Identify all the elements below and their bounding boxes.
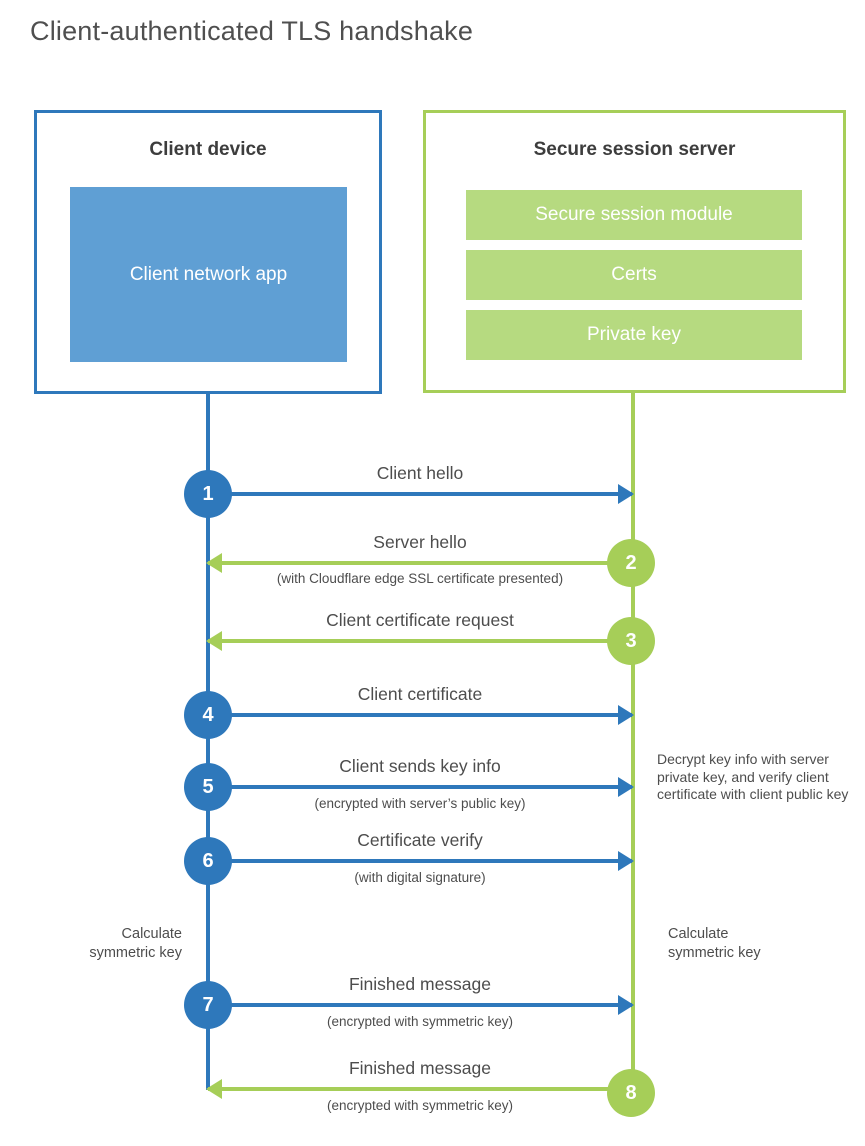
step-8-label: Finished message bbox=[348, 1058, 492, 1078]
step-4-label: Client certificate bbox=[357, 684, 483, 704]
step-7-label: Finished message bbox=[348, 974, 492, 994]
client-device-box: Client device Client network app bbox=[34, 110, 382, 394]
step-4-arrow-right-icon bbox=[208, 705, 634, 725]
server-box: Secure session server Secure session mod… bbox=[423, 110, 846, 393]
server-module-private-key: Private key bbox=[466, 310, 802, 360]
step-7-sublabel: (encrypted with symmetric key) bbox=[326, 1014, 514, 1029]
step-8-sublabel: (encrypted with symmetric key) bbox=[326, 1098, 514, 1113]
server-module-secure-session: Secure session module bbox=[466, 190, 802, 240]
client-lifeline bbox=[206, 392, 210, 1090]
step-2-arrow-left-icon bbox=[206, 553, 632, 573]
step-3-label: Client certificate request bbox=[326, 610, 514, 630]
step-5-label: Client sends key info bbox=[339, 756, 501, 776]
step-6-label: Certificate verify bbox=[357, 830, 483, 850]
step-2-sublabel: (with Cloudflare edge SSL certificate pr… bbox=[276, 571, 564, 586]
step-7-arrow-right-icon bbox=[208, 995, 634, 1015]
server-heading: Secure session server bbox=[533, 139, 736, 160]
step-5-arrow-right-icon bbox=[208, 777, 634, 797]
step-6-arrow-right-icon bbox=[208, 851, 634, 871]
step-5-sublabel: (encrypted with server’s public key) bbox=[314, 796, 526, 811]
server-lifeline bbox=[631, 392, 635, 1092]
step-8-arrow-left-icon bbox=[206, 1079, 632, 1099]
step-6-sublabel: (with digital signature) bbox=[354, 870, 486, 885]
server-module-certs: Certs bbox=[466, 250, 802, 300]
step-circle-2: 2 bbox=[607, 539, 655, 587]
client-device-heading: Client device bbox=[149, 139, 267, 160]
decrypt-key-note: Decrypt key info with server private key… bbox=[657, 751, 849, 802]
step-circle-7: 7 bbox=[184, 981, 232, 1029]
page-title: Client-authenticated TLS handshake bbox=[30, 16, 474, 46]
step-circle-4: 4 bbox=[184, 691, 232, 739]
step-1-label: Client hello bbox=[376, 463, 464, 483]
step-2-label: Server hello bbox=[373, 532, 467, 552]
client-network-app-box: Client network app bbox=[70, 187, 347, 362]
step-circle-5: 5 bbox=[184, 763, 232, 811]
step-circle-8: 8 bbox=[607, 1069, 655, 1117]
calculate-symmetric-key-note-server: Calculate symmetric key bbox=[668, 926, 761, 961]
calculate-symmetric-key-note-client: Calculate symmetric key bbox=[89, 926, 182, 961]
step-circle-1: 1 bbox=[184, 470, 232, 518]
step-circle-3: 3 bbox=[607, 617, 655, 665]
step-circle-6: 6 bbox=[184, 837, 232, 885]
step-3-arrow-left-icon bbox=[206, 631, 632, 651]
step-1-arrow-right-icon bbox=[208, 484, 634, 504]
